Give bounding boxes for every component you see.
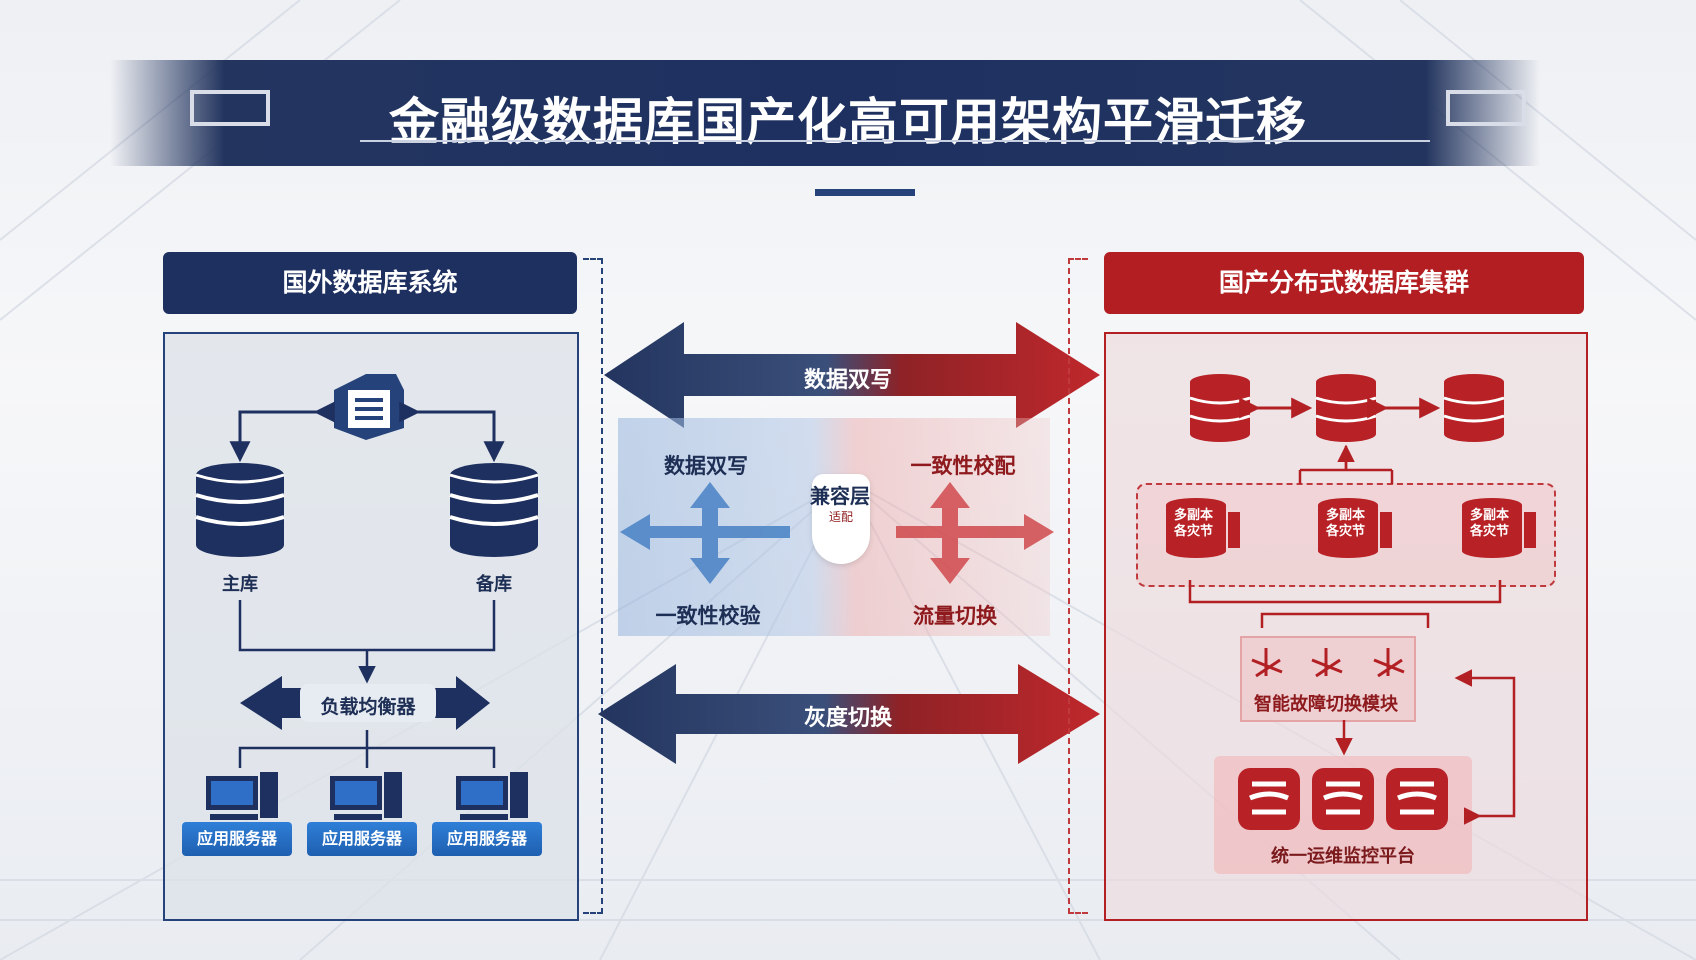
title-left-bracket <box>190 90 270 126</box>
monitor-screen-icon <box>1312 768 1374 830</box>
server-label: 应用服务器 <box>307 822 417 856</box>
left-dashed-bracket <box>583 258 603 914</box>
replica-node-icon <box>1166 498 1240 558</box>
grayscale-switch-arrow <box>598 664 1100 764</box>
title-right-bracket <box>1446 90 1526 126</box>
replica-node-label: 多副本 各灾节 <box>1470 508 1510 539</box>
cross-arrow-red <box>896 482 1054 584</box>
document-icon <box>334 374 404 440</box>
cluster-database-icon <box>1443 374 1505 442</box>
server-computer-icon <box>456 772 528 820</box>
load-balancer-label: 负载均衡器 <box>320 696 416 718</box>
grayscale-switch-arrow-label: 灰度切换 <box>803 706 892 731</box>
cross-arrow-blue <box>620 482 790 584</box>
server-computer-icon <box>330 772 402 820</box>
backup-db-label: 备库 <box>476 574 512 595</box>
failover-spark-icon <box>1251 648 1405 678</box>
dual-write-arrow <box>604 322 1100 428</box>
replica-node-label: 多副本 各灾节 <box>1326 508 1366 539</box>
left-bottom-label: 一致性校验 <box>655 604 761 628</box>
server-computer-icon <box>206 772 278 820</box>
monitor-screen-icon <box>1238 768 1300 830</box>
monitor-label: 统一运维监控平台 <box>1271 846 1415 867</box>
replica-node-label: 多副本 各灾节 <box>1174 508 1214 539</box>
failover-label: 智能故障切换模块 <box>1254 694 1398 715</box>
right-panel-title: 国产分布式数据库集群 <box>1218 268 1469 297</box>
database-icon <box>449 463 539 557</box>
primary-db-label: 主库 <box>222 574 258 595</box>
monitor-screen-icon <box>1386 768 1448 830</box>
right-panel-header: 国产分布式数据库集群 <box>1104 252 1584 314</box>
replica-node-icon <box>1462 498 1536 558</box>
title-accent-bar <box>815 189 915 196</box>
right-top-label: 一致性校配 <box>910 454 1016 478</box>
left-panel-header: 国外数据库系统 <box>163 252 577 314</box>
replica-node-icon <box>1318 498 1392 558</box>
compatibility-layer-badge <box>812 474 870 564</box>
server-label: 应用服务器 <box>432 822 542 856</box>
left-panel-title: 国外数据库系统 <box>282 268 458 297</box>
dual-write-arrow-label: 数据双写 <box>803 368 892 393</box>
title-banner <box>110 60 1540 166</box>
left-top-label: 数据双写 <box>664 454 748 478</box>
database-icon <box>195 463 285 557</box>
right-dashed-bracket <box>1068 258 1088 914</box>
title-underline <box>360 140 1430 142</box>
center-label: 兼容层 <box>810 484 870 508</box>
right-bottom-label: 流量切换 <box>913 604 997 628</box>
server-label: 应用服务器 <box>182 822 292 856</box>
center-sublabel: 适配 <box>828 510 853 524</box>
